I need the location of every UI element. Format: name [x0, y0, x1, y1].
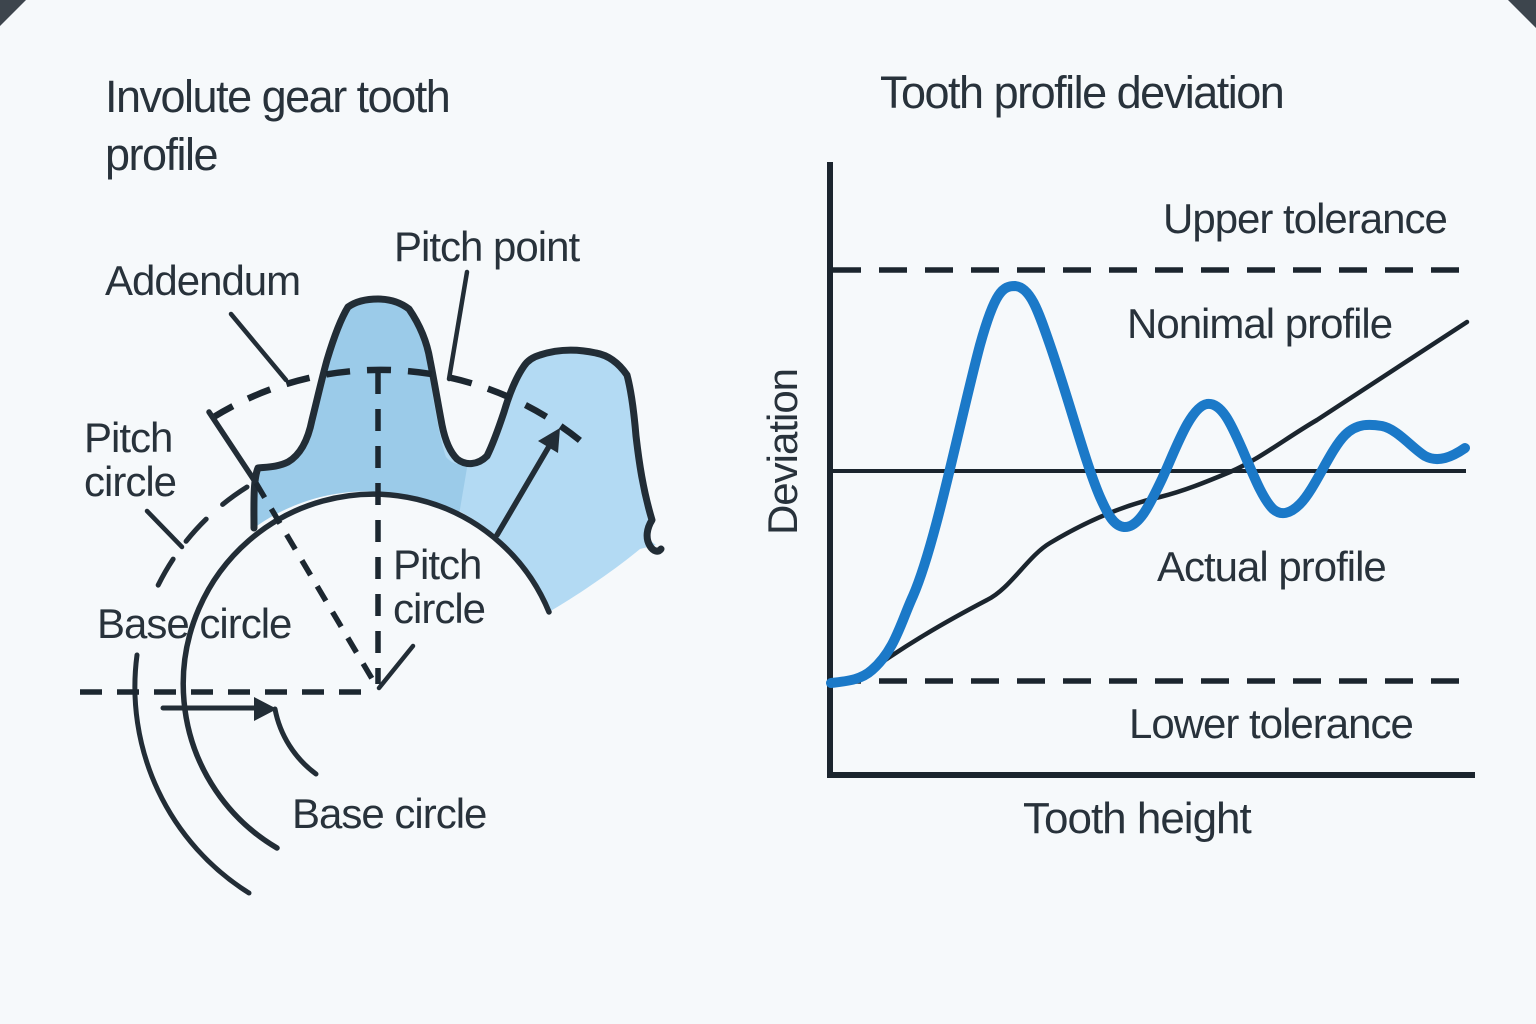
addendum-label: Addendum — [105, 257, 301, 304]
chart-y-axis-label: Deviation — [759, 368, 806, 536]
base-circle-lower-label: Base circle — [292, 790, 487, 837]
radial-end-tick — [206, 409, 257, 483]
pitch-point-leader-line — [446, 269, 470, 382]
outer-circle-dashed-arc — [151, 484, 250, 597]
small-inner-arc — [272, 706, 319, 777]
chart-title: Tooth profile deviation — [880, 67, 1285, 118]
chart-x-axis-label: Tooth height — [1023, 794, 1252, 843]
nominal-profile-label: Nonimal profile — [1127, 300, 1393, 347]
corner-mark-top-right — [1508, 0, 1536, 28]
corner-mark-top-left — [0, 0, 26, 26]
pitch-point-label: Pitch point — [394, 223, 580, 270]
left-panel-title: Involute gear tooth profile — [105, 71, 451, 180]
gear-body-shade — [253, 300, 468, 528]
deviation-chart — [826, 162, 1475, 778]
base-circle-dimension-arrowhead — [254, 697, 277, 721]
pitch-radius-arrowhead — [538, 428, 560, 453]
pitch-circle-center-leader-line — [376, 643, 416, 691]
nominal-profile-curve — [855, 319, 1470, 682]
addendum-leader-line — [228, 311, 289, 383]
root-circle-arc — [180, 491, 552, 851]
pitch-circle-left-label: Pitch circle — [84, 414, 177, 505]
gear-outline — [250, 295, 665, 555]
radial-dashed-line — [253, 481, 377, 684]
upper-tolerance-label: Upper tolerance — [1163, 195, 1448, 242]
lower-tolerance-label: Lower tolerance — [1129, 700, 1414, 747]
actual-profile-curve — [826, 280, 1470, 688]
pitch-circle-dashed-arc — [210, 366, 592, 451]
pitch-circle-center-label: Pitch circle — [393, 541, 486, 632]
chart-axes — [827, 162, 1475, 778]
base-circle-upper-label: Base circle — [97, 600, 292, 647]
pitch-circle-left-leader-line — [144, 508, 185, 550]
pitch-radius-arrow-line — [494, 440, 554, 538]
actual-profile-label: Actual profile — [1157, 543, 1387, 590]
gear-diagram — [80, 269, 665, 896]
